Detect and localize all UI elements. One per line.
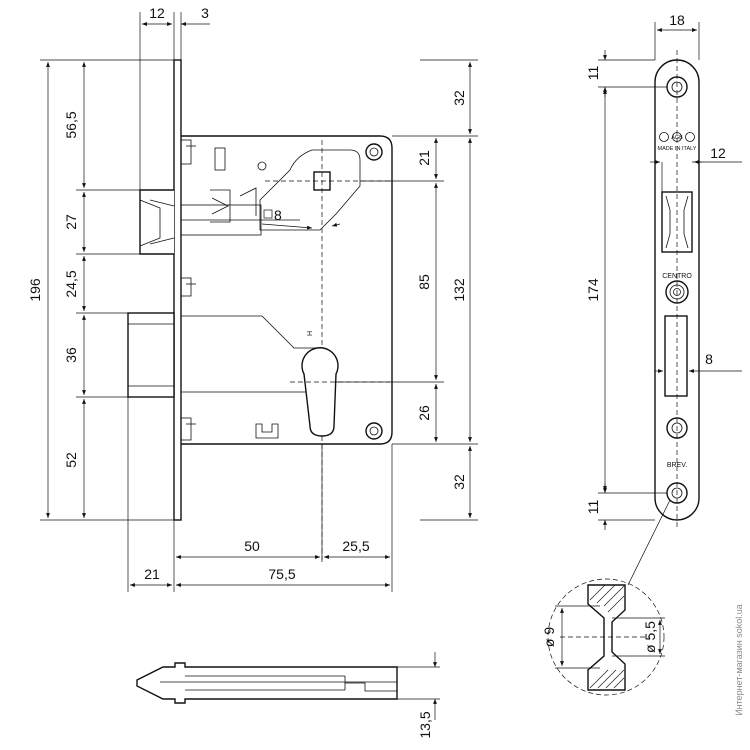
dim-strike-width: 18 [669, 12, 685, 28]
left-dimensions: 196 56,5 27 24,5 36 52 [27, 59, 174, 521]
latch-bolt [139, 189, 175, 255]
dim-latch-height: 27 [63, 214, 79, 230]
dim-bolt-to-bottom: 52 [63, 452, 79, 468]
brev-mark: BREV. [667, 462, 687, 469]
detail-circle [547, 578, 665, 696]
dim-strike-bolt-slot: 8 [705, 351, 713, 367]
strike-dimensions: 18 11 174 11 12 8 [585, 12, 742, 530]
lock-case [181, 135, 393, 445]
bolt-tail [181, 315, 321, 393]
dim-faceplate-thickness: 3 [201, 5, 209, 21]
latch-top-view: 13,5 [136, 652, 440, 739]
dim-strike-height: 174 [585, 278, 601, 302]
dim-spindle-top: 21 [416, 150, 432, 166]
cylinder-keyhole [301, 347, 339, 437]
faceplate-lugs [180, 139, 196, 441]
dim-body-height: 132 [451, 278, 467, 302]
dim-latch-to-bolt: 24,5 [63, 270, 79, 297]
dim-strike-bottom: 11 [585, 500, 601, 515]
bolt-slot [664, 315, 688, 397]
dim-bolt-height: 36 [63, 347, 79, 363]
latch-mechanism [180, 147, 300, 236]
dim-top-offset: 32 [451, 90, 467, 106]
case-screw-top [365, 143, 383, 161]
watermark: Интернет-магазин sokol.ua [734, 604, 744, 716]
dim-cylinder-to-back: 25,5 [342, 538, 369, 554]
top-dimensions: 12 3 [139, 5, 210, 190]
dim-top-to-latch: 56,5 [63, 111, 79, 138]
follower-plate [259, 149, 361, 231]
right-dimensions: 32 21 85 26 132 32 8 [261, 59, 478, 521]
dim-strike-top: 11 [585, 66, 601, 81]
dim-backset: 50 [244, 538, 260, 554]
dim-bolt-throw: 21 [144, 566, 160, 582]
dim-latch-depth: 13,5 [417, 711, 433, 738]
dim-strike-slot-width: 12 [710, 145, 726, 161]
dim-center-distance: 85 [416, 274, 432, 290]
dim-cylinder-bottom: 26 [416, 405, 432, 421]
dim-spindle-square: 8 [274, 207, 282, 223]
lock-body-view: H [127, 59, 393, 560]
dim-bottom-offset: 32 [451, 474, 467, 490]
dim-screw-head: ø 9 [541, 627, 557, 647]
handing-mark: H [307, 331, 314, 336]
dim-body-depth: 75,5 [268, 566, 295, 582]
bottom-dimensions: 50 25,5 21 75,5 [127, 397, 393, 592]
dim-faceplate-width: 12 [149, 5, 165, 21]
screw-hole-detail: ø 9 ø 5,5 [541, 499, 671, 696]
dim-screw-hole: ø 5,5 [642, 621, 658, 653]
case-screw-bottom [365, 422, 383, 440]
dead-bolt [127, 312, 175, 398]
faceplate [173, 59, 182, 521]
strike-plate-view: AGB MADE IN ITALY CENTRO BREV. [654, 50, 700, 530]
dim-total-height: 196 [27, 278, 43, 302]
